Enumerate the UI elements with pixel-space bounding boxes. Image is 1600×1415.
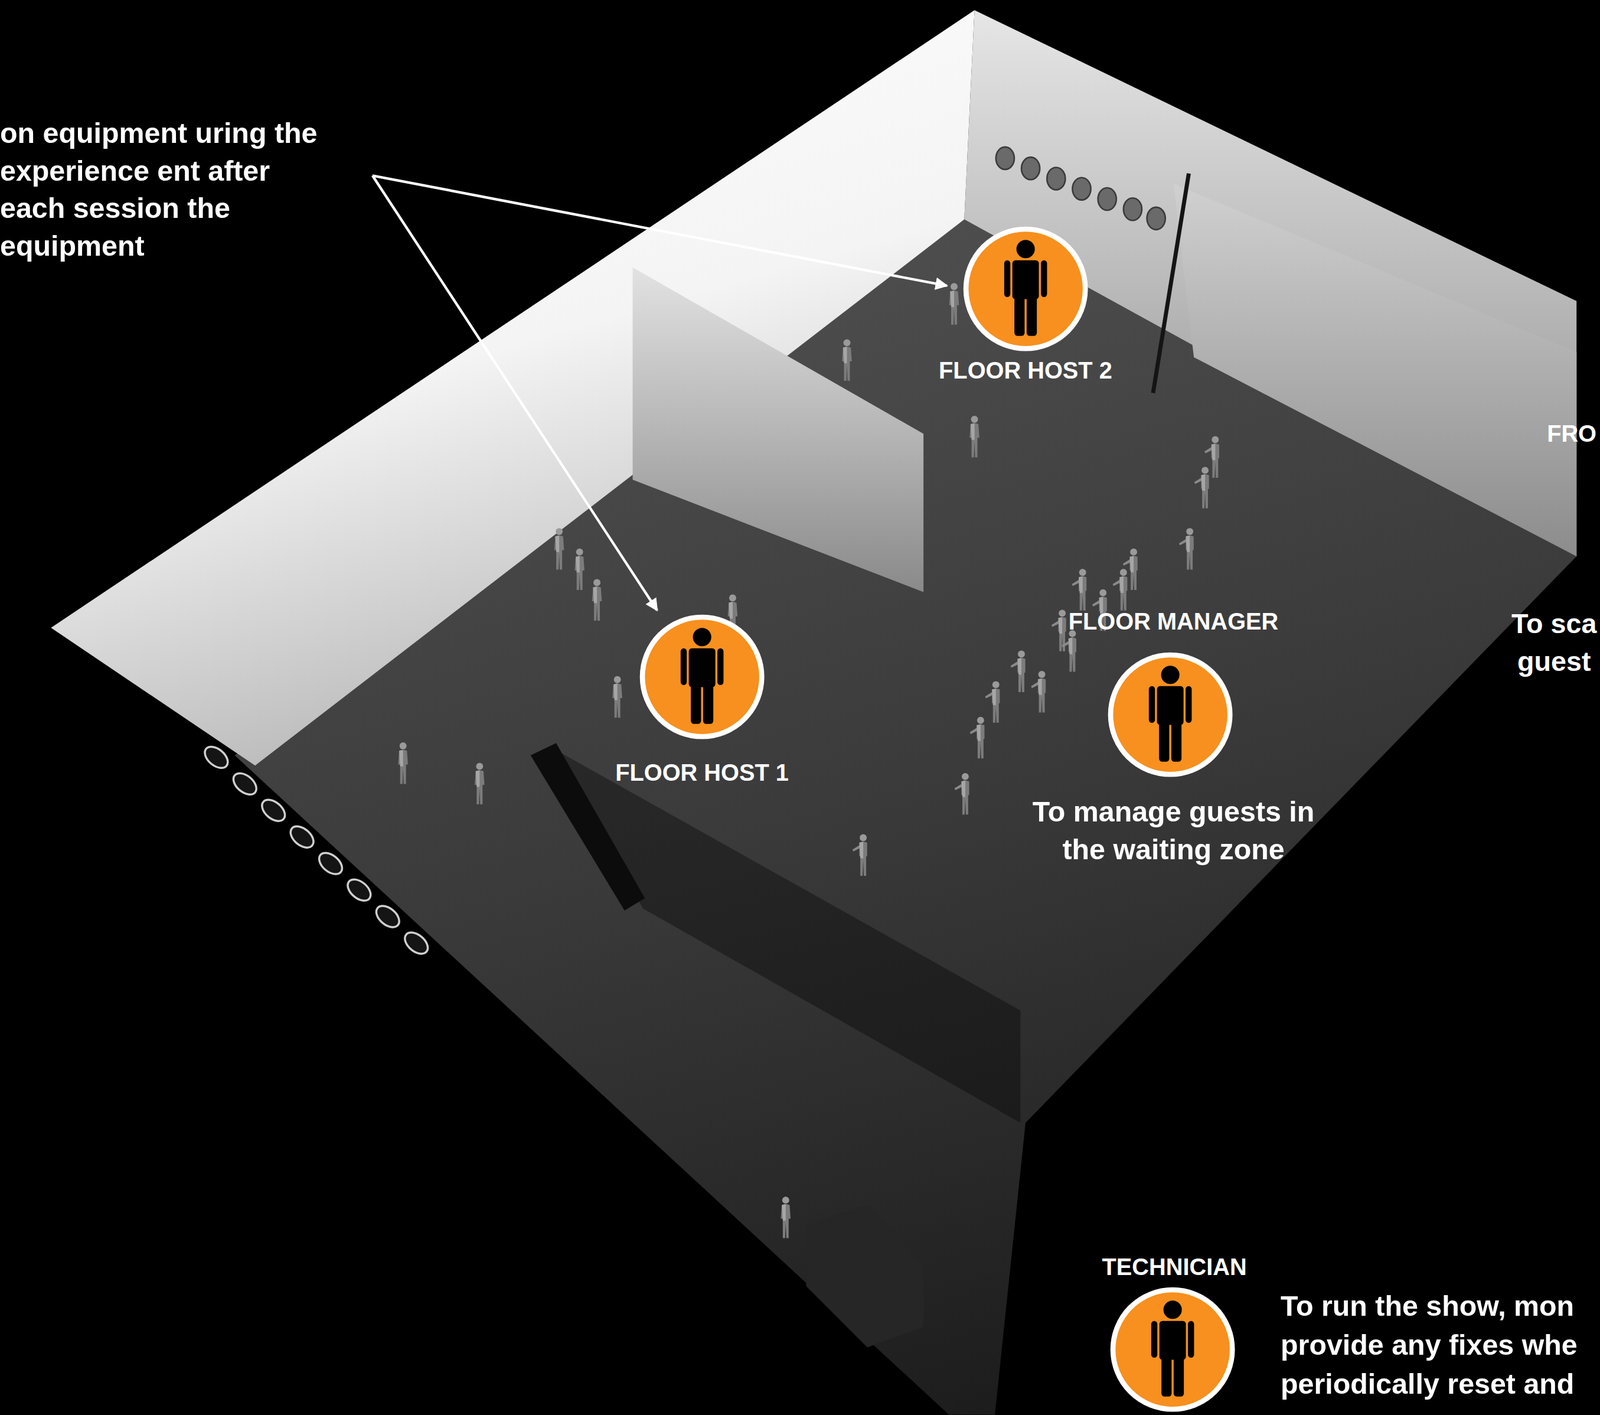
- technician-figure: [781, 1196, 792, 1238]
- guest-figure: [852, 834, 868, 876]
- person-icon: [1109, 1285, 1236, 1413]
- helmet: [1021, 157, 1040, 180]
- partition-wall: [632, 267, 924, 593]
- screen-panel: [1173, 183, 1577, 557]
- silhouette-head: [1016, 239, 1035, 259]
- silhouette-part: [690, 680, 701, 724]
- silhouette-part: [1004, 260, 1011, 297]
- guest-figure: [949, 282, 960, 325]
- silhouette-part: [717, 647, 724, 685]
- back-wall: [964, 10, 1577, 557]
- icon-circle: [965, 229, 1086, 349]
- icon-circle: [642, 616, 762, 737]
- silhouette-part: [1161, 1353, 1172, 1397]
- helmet: [1098, 187, 1117, 211]
- guest-figure: [954, 772, 970, 815]
- chair: [372, 901, 404, 932]
- silhouette-part: [1173, 1353, 1184, 1397]
- chair: [200, 742, 232, 772]
- silhouette-part: [1014, 292, 1025, 336]
- silhouette-part: [703, 680, 714, 724]
- helmet: [1123, 197, 1142, 221]
- helmet-row: [996, 147, 1166, 230]
- silhouette-head: [693, 627, 712, 646]
- person-icon: [638, 613, 766, 740]
- guest-figure: [592, 579, 603, 621]
- silhouette-part: [1187, 1320, 1194, 1357]
- guest-figure: [574, 548, 585, 590]
- icon-circle: [1112, 1289, 1233, 1409]
- icon-circle: [1110, 654, 1230, 775]
- silhouette-part: [1026, 292, 1037, 336]
- role-description: To run the show, mon provide any fixes w…: [1280, 1286, 1596, 1403]
- silhouette-part: [1185, 685, 1192, 723]
- guest-figure: [1030, 670, 1046, 713]
- guest-figure: [970, 716, 985, 759]
- guest-figure: [1071, 568, 1087, 610]
- shadow: [556, 749, 1021, 1123]
- staff-marker: FLOOR HOST 2: [918, 224, 1133, 388]
- guest-figure: [1061, 629, 1077, 672]
- chair: [258, 795, 289, 825]
- person-silhouette: [1004, 239, 1048, 336]
- helmet: [1046, 167, 1066, 190]
- silhouette-head: [1163, 1300, 1182, 1319]
- guest-figure: [397, 742, 408, 784]
- staff-marker: TECHNICIAN To run the show, mon provide a…: [1102, 1246, 1600, 1415]
- callout-note: on equipment uring the experience ent af…: [0, 114, 323, 266]
- silhouette-part: [680, 647, 687, 685]
- guest-figure: [1010, 650, 1026, 692]
- tech-desk: [805, 1203, 924, 1347]
- silhouette-part: [1148, 685, 1155, 723]
- cropped-label: FRO: [1546, 419, 1600, 448]
- role-title: FLOOR MANAGER: [1020, 606, 1327, 636]
- chair: [229, 768, 261, 799]
- person-icon: [1107, 651, 1234, 778]
- silhouette-part: [1040, 260, 1047, 297]
- role-title: TECHNICIAN: [1102, 1252, 1244, 1281]
- guest-figure: [474, 762, 485, 805]
- chair: [315, 848, 346, 878]
- guest-figure: [554, 527, 565, 570]
- silhouette-head: [1161, 665, 1180, 684]
- guest-figure: [1179, 527, 1194, 570]
- guest-figure: [985, 680, 1001, 723]
- person-silhouette: [1148, 665, 1193, 762]
- guest-figure: [841, 338, 852, 381]
- leader-line: [372, 175, 948, 286]
- guest-figure: [1194, 466, 1210, 508]
- guest-figure: [1112, 568, 1128, 610]
- staff-marker: FLOOR HOST 1: [595, 612, 810, 791]
- role-description: To manage guests in the waiting zone: [1031, 792, 1315, 869]
- silhouette-part: [1171, 718, 1182, 762]
- staff-marker: FLOOR MANAGER To manage guests in the wai…: [1020, 602, 1327, 878]
- person-icon: [962, 225, 1089, 352]
- cropped-label: To sca guest: [1507, 605, 1600, 681]
- person-silhouette: [680, 627, 724, 724]
- guest-figures: [397, 282, 1220, 1238]
- helmet: [1147, 207, 1166, 230]
- person-silhouette: [1151, 1300, 1195, 1396]
- chair: [286, 821, 318, 852]
- leader-line: [372, 175, 658, 610]
- helmet: [996, 147, 1015, 170]
- helmet: [1072, 177, 1091, 201]
- silhouette-part: [1158, 718, 1170, 762]
- chair-row: [200, 742, 432, 958]
- chair: [400, 928, 432, 958]
- silhouette-part: [1151, 1320, 1158, 1357]
- role-title: FLOOR HOST 1: [595, 758, 810, 787]
- guest-figure: [969, 415, 980, 457]
- role-title: FLOOR HOST 2: [918, 356, 1133, 385]
- guest-figure: [612, 676, 623, 718]
- pole: [1153, 173, 1189, 394]
- chair: [343, 874, 375, 905]
